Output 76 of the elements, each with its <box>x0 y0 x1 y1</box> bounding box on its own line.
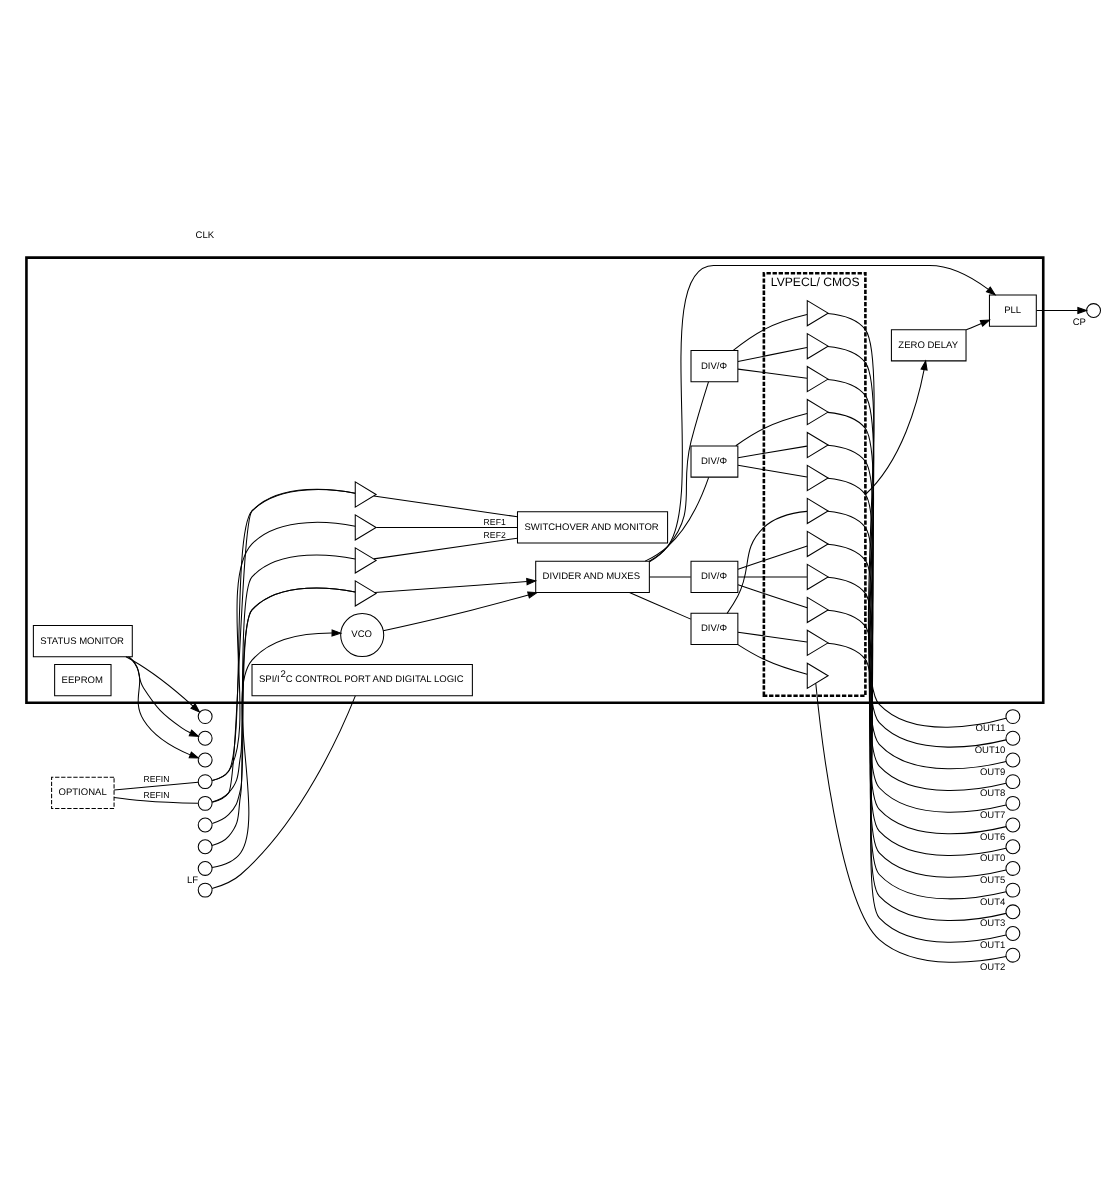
node-circle <box>197 838 213 854</box>
connector <box>827 641 1007 942</box>
cluster <box>25 255 1045 703</box>
node-triangle <box>806 397 830 425</box>
connector <box>644 475 710 561</box>
arrow <box>125 655 201 712</box>
node-circle <box>1005 751 1021 767</box>
node-circle <box>1005 859 1021 875</box>
connector <box>737 643 808 674</box>
connector <box>732 313 808 350</box>
arrow <box>374 576 538 593</box>
node-circle <box>1005 903 1021 919</box>
connector <box>373 536 518 559</box>
connector <box>737 345 808 361</box>
node-circle <box>197 794 213 810</box>
node-triangle <box>806 463 830 491</box>
arrow <box>1036 305 1089 314</box>
connector <box>726 509 808 613</box>
node-circle <box>197 773 213 789</box>
connector <box>211 553 356 802</box>
connector <box>649 575 692 577</box>
node-triangle <box>806 595 830 623</box>
connector <box>373 494 518 517</box>
node-circle <box>1005 816 1021 832</box>
connector <box>648 380 709 561</box>
arrow <box>128 655 200 758</box>
connector <box>113 795 199 803</box>
node-circle <box>1005 838 1021 854</box>
connector <box>737 575 808 577</box>
node-circle <box>1005 794 1021 810</box>
connector <box>113 780 199 790</box>
node-triangle <box>354 480 378 507</box>
connector <box>737 544 808 569</box>
connector <box>735 412 808 446</box>
arrow <box>127 655 200 736</box>
node-triangle <box>806 364 830 392</box>
node-triangle <box>806 661 830 689</box>
arrow <box>382 590 539 631</box>
arrow <box>864 358 928 494</box>
connector <box>737 463 808 477</box>
connector <box>827 575 1007 899</box>
connector <box>737 444 808 458</box>
node-triangle <box>806 430 830 458</box>
connector <box>737 630 808 642</box>
node-triangle <box>806 562 830 590</box>
node-triangle <box>354 512 378 540</box>
connector <box>737 583 808 608</box>
node-circle <box>1005 925 1021 940</box>
node-triangle <box>806 496 830 524</box>
connector <box>375 525 518 527</box>
connector <box>737 367 808 378</box>
node-circle <box>197 816 213 832</box>
arrow <box>648 263 997 562</box>
node-circle <box>197 881 213 897</box>
node-circle <box>197 859 213 875</box>
node-circle <box>197 729 213 745</box>
node-triangle <box>806 529 830 557</box>
arrow <box>211 628 343 868</box>
node-circle <box>1005 708 1021 724</box>
arrow <box>965 318 991 330</box>
node-circle <box>1005 729 1021 745</box>
node-circle <box>1005 946 1021 962</box>
node-circle <box>197 708 213 724</box>
node-triangle <box>806 298 830 326</box>
node-triangle <box>806 628 830 656</box>
node-circle <box>1005 881 1021 897</box>
node-triangle <box>806 331 830 359</box>
connector <box>827 608 1007 921</box>
node-circle <box>197 751 213 767</box>
connector <box>211 694 356 889</box>
node-triangle <box>354 578 378 606</box>
node-circle <box>1005 773 1021 789</box>
connector <box>815 681 1007 962</box>
connector <box>628 591 692 619</box>
node-circle <box>1086 302 1101 318</box>
node-triangle <box>354 545 378 573</box>
